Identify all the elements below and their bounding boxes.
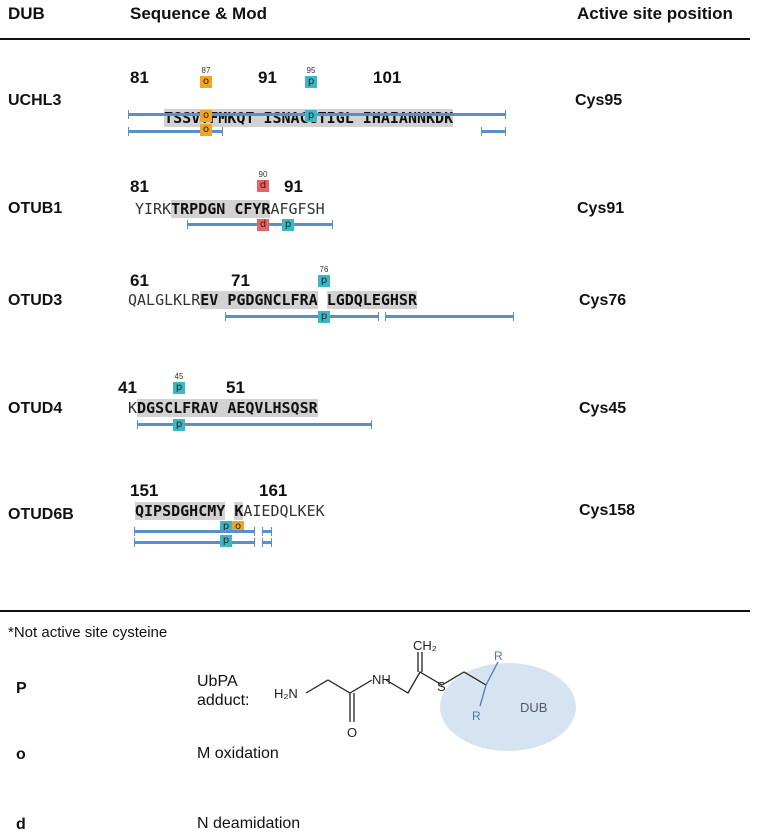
legend-oxidation: M oxidation <box>197 745 279 762</box>
o-label: O <box>347 725 357 740</box>
footnote: *Not active site cysteine <box>8 624 168 641</box>
footer-rule <box>0 610 750 612</box>
position-label: 51 <box>226 378 245 397</box>
coverage-line <box>128 110 506 119</box>
coverage-line <box>134 527 255 536</box>
active-site: Cys76 <box>579 292 627 309</box>
oxidation-badge: o <box>200 124 212 136</box>
sequence: YIRKTRPDGN CFYRAFGFSH <box>135 200 325 218</box>
coverage-line <box>262 527 272 536</box>
coverage-line <box>481 127 506 136</box>
oxidation-badge: o <box>200 76 212 88</box>
position-label: 71 <box>231 271 250 290</box>
coverage-line <box>262 538 272 547</box>
ubpa-badge: p <box>318 275 330 287</box>
header-rule <box>0 38 750 40</box>
sequence-uncovered: AIEDQLKEK <box>243 502 325 520</box>
active-site: Cys45 <box>579 400 627 417</box>
header-active-site: Active site position <box>577 4 733 23</box>
sequence-covered: LGDQLEGHSR <box>326 291 417 309</box>
r-label: R <box>472 709 481 723</box>
h2n-label: H₂N <box>274 686 298 701</box>
deamidation-badge: d <box>257 180 269 192</box>
deamidation-badge: d <box>257 219 269 231</box>
legend-key-p: P <box>16 680 27 697</box>
coverage-line <box>128 127 223 136</box>
position-label: 161 <box>259 481 288 500</box>
ubpa-badge: p <box>173 382 185 394</box>
dub-ellipse <box>440 663 576 751</box>
legend-key-o: o <box>16 746 26 763</box>
active-site: Cys95 <box>575 92 623 109</box>
position-label: 101 <box>373 68 402 87</box>
dub-label: DUB <box>520 700 547 715</box>
sequence: QALGLKLREV PGDGNCLFRA LGDQLEGHSR <box>128 291 417 309</box>
dub-name: OTUB1 <box>8 200 63 217</box>
coverage-line <box>385 312 514 321</box>
position-label: 81 <box>130 177 149 196</box>
site-number: 95 <box>306 66 316 75</box>
sequence: TSSVYFMKQT ISNACGTIGL IHAIANNKDK <box>128 91 454 127</box>
sequence-covered: K <box>234 502 244 520</box>
site-number: 45 <box>174 372 184 381</box>
site-number: 87 <box>201 66 211 75</box>
position-label: 81 <box>130 68 149 87</box>
s-label: S <box>437 679 446 694</box>
r-bond <box>485 661 499 686</box>
position-label: 151 <box>130 481 159 500</box>
ubpa-badge: p <box>305 110 317 122</box>
position-label: 61 <box>130 271 149 290</box>
r-bond <box>479 684 487 707</box>
sequence-uncovered: YIRK <box>135 200 172 218</box>
sequence-uncovered: AFGFSH <box>270 200 325 218</box>
header-sequence: Sequence & Mod <box>130 4 267 23</box>
dub-name: UCHL3 <box>8 92 62 109</box>
sequence-covered: TRPDGN CFYR <box>171 200 271 218</box>
coverage-line <box>134 538 255 547</box>
backbone-bond <box>305 679 373 694</box>
legend-deamidation: N deamidation <box>197 815 301 832</box>
dub-name: OTUD4 <box>8 400 63 417</box>
ubpa-badge: p <box>173 419 185 431</box>
sequence-covered: QIPSDGHCMY <box>135 502 226 520</box>
ubpa-badge: p <box>220 535 232 547</box>
sequence-covered: EV PGDGNCLFRA <box>200 291 318 309</box>
sequence: QIPSDGHCMY KAIEDQLKEK <box>135 502 325 520</box>
site-number: 76 <box>319 265 329 274</box>
ubpa-badge: p <box>318 311 330 323</box>
position-label: 41 <box>118 378 137 397</box>
position-label: 91 <box>284 177 303 196</box>
position-label: 91 <box>258 68 277 87</box>
coverage-line <box>225 312 379 321</box>
header-dub: DUB <box>8 4 45 23</box>
legend-key-d: d <box>16 816 26 833</box>
site-number: 90 <box>258 170 268 179</box>
dub-name: OTUD6B <box>8 506 74 523</box>
sequence: KDGSCLFRAV AEQVLHSQSR <box>128 399 318 417</box>
active-site: Cys91 <box>577 200 625 217</box>
ubpa-badge: p <box>305 76 317 88</box>
legend-ubpa-label: UbPA adduct: <box>197 672 249 710</box>
backbone-bond <box>385 671 487 694</box>
ch2-label: CH₂ <box>413 640 437 653</box>
active-site: Cys158 <box>579 502 636 519</box>
legend-ubpa-line2: adduct: <box>197 692 250 709</box>
sequence-uncovered: QALGLKLR <box>128 291 201 309</box>
coverage-line <box>137 420 372 429</box>
ubpa-badge: p <box>282 219 294 231</box>
oxidation-badge: o <box>200 110 212 122</box>
r-label: R <box>494 649 503 663</box>
legend-ubpa-line1: UbPA <box>197 673 238 690</box>
dub-name: OTUD3 <box>8 292 63 309</box>
ubpa-structure-diagram: H₂N NH O CH₂ S R R DUB <box>274 640 576 751</box>
sequence-uncovered: K <box>128 399 138 417</box>
nh-label: NH <box>372 672 391 687</box>
sequence-covered: DGSCLFRAV AEQVLHSQSR <box>137 399 318 417</box>
